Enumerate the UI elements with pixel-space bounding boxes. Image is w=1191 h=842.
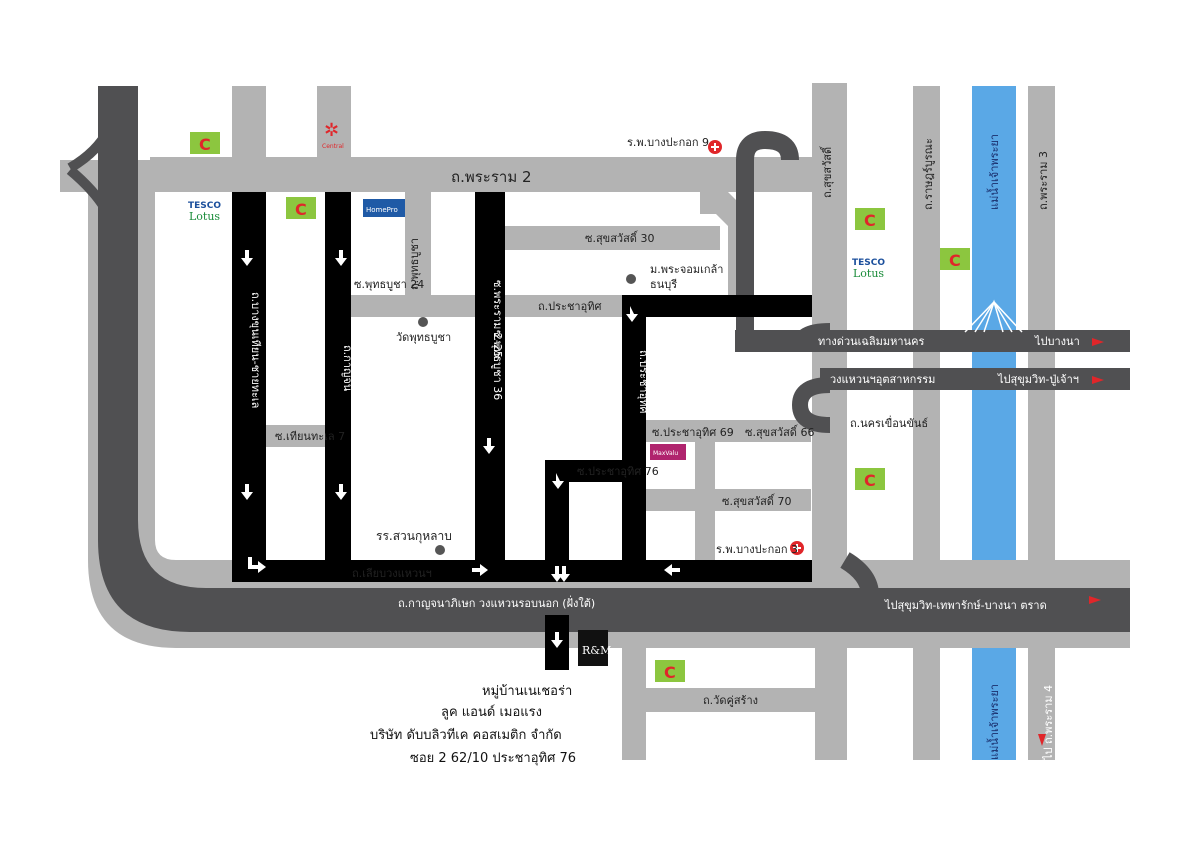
svg-text:C: C xyxy=(664,663,676,682)
address-line3: บริษัท ดับบลิวทีเค คอสเมติก จำกัด xyxy=(370,727,562,743)
bridge-icon xyxy=(964,299,1023,333)
tesco-lotus-logo: TESCO Lotus xyxy=(852,258,885,280)
svg-text:C: C xyxy=(199,135,211,154)
main-roads xyxy=(66,86,1130,632)
label-liap-wongwaen: ถ.เลียบวงแหวนฯ xyxy=(352,567,432,580)
svg-text:C: C xyxy=(864,211,876,230)
label-pracha-uthit76: ซ.ประชาอุทิศ 76 xyxy=(577,465,659,478)
kmutt-dot xyxy=(626,274,636,284)
route-roads xyxy=(232,192,812,670)
label-phutthabucha-rd: ถ.พุทธบูชา xyxy=(408,238,421,290)
address-line1: หมู่บ้านเนเชอร่า xyxy=(482,684,572,699)
direction-arrows xyxy=(241,250,680,648)
label-expressway: ทางด่วนเฉลิมมหานคร xyxy=(818,335,924,348)
red-arrows xyxy=(1038,338,1104,746)
svg-text:TESCO: TESCO xyxy=(852,258,885,268)
bigc-logo-icon: C xyxy=(940,248,970,270)
label-suksawat66: ซ.สุขสวัสดิ์ 66 xyxy=(745,424,814,439)
label-rama2: ถ.พระราม 2 xyxy=(451,168,532,186)
svg-text:HomePro: HomePro xyxy=(366,206,398,214)
label-wat-khu-sang: ถ.วัดคู่สร้าง xyxy=(703,694,758,707)
tesco-lotus-logo: TESCO Lotus xyxy=(188,201,221,223)
label-bangpakok9: ร.พ.บางปะกอก 9 xyxy=(627,136,709,149)
label-tian-thale7: ซ.เทียนทะเล 7 xyxy=(275,430,345,443)
label-pracha-uthit-vertical: ถ.ประชาอุทิศ xyxy=(637,350,650,413)
label-kmutt: ม.พระจอมเกล้า xyxy=(650,263,723,276)
rm-logo: R&M xyxy=(578,630,611,666)
svg-text:Central: Central xyxy=(322,143,344,150)
bigc-logo-icon: C xyxy=(655,660,685,682)
bigc-logo-icon: C xyxy=(190,132,220,154)
svg-text:✲: ✲ xyxy=(324,120,339,141)
bigc-logo-icon: C xyxy=(855,468,885,490)
svg-text:MaxValu: MaxValu xyxy=(653,450,678,457)
label-kanlapaphruek: ถ.กาญจน xyxy=(341,345,354,392)
label-river-lower: แม่น้ำเจ้าพระยา xyxy=(986,684,1001,760)
homepro-logo: HomePro xyxy=(363,199,405,217)
svg-text:R&M: R&M xyxy=(582,644,611,657)
label-phutthabucha36: ซ.พุทธบูชา 36 xyxy=(491,330,504,400)
label-pracha-uthit69: ซ.ประชาอุทิศ 69 xyxy=(652,426,734,439)
address-line4: ซอย 2 62/10 ประชาอุทิศ 76 xyxy=(410,751,576,766)
hospital-icon xyxy=(790,541,804,555)
label-to-sukhumvit-pu-chao: ไปสุขุมวิท-ปู่เจ้าฯ xyxy=(997,373,1079,386)
svg-text:Lotus: Lotus xyxy=(853,267,884,280)
central-logo: ✲ Central xyxy=(322,120,344,150)
maxvalu-logo: MaxValu xyxy=(650,444,686,460)
bigc-logo-icon: C xyxy=(286,197,316,219)
label-river-upper: แม่น้ำเจ้าพระยา xyxy=(986,134,1001,210)
label-bangpakok3: ร.พ.บางปะกอก 3 xyxy=(716,543,798,556)
svg-text:C: C xyxy=(864,471,876,490)
label-phutthabucha24: ซ.พุทธบูชา 24 xyxy=(354,278,424,291)
label-wat-phutthabucha: วัดพุทธบูชา xyxy=(396,331,451,344)
label-suksawat30: ซ.สุขสวัสดิ์ 30 xyxy=(585,230,654,245)
wat-dot xyxy=(418,317,428,327)
label-nakhon-khuean-khan: ถ.นครเขื่อนขันธ์ xyxy=(850,415,928,430)
svg-text:Lotus: Lotus xyxy=(189,210,220,223)
label-suksawat-rd: ถ.สุขสวัสดิ์ xyxy=(819,145,834,198)
label-suksawat70: ซ.สุขสวัสดิ์ 70 xyxy=(722,493,791,508)
school-dot xyxy=(435,545,445,555)
label-to-bangna: ไปบางนา xyxy=(1034,335,1080,348)
bigc-logo-icon: C xyxy=(855,208,885,230)
svg-text:C: C xyxy=(949,251,961,270)
address-line2: ลูค แอนด์ เมอแรง xyxy=(441,704,542,720)
label-bangkhunthian: ถ.บางขุนเทียน-ชายทะเล xyxy=(249,292,262,408)
hospital-icon xyxy=(708,140,722,154)
company-address: หมู่บ้านเนเชอร่า ลูค แอนด์ เมอแรง บริษัท… xyxy=(370,684,576,766)
label-to-rama4: ไป ถ.พระราม 4 xyxy=(1042,685,1055,761)
label-outer-ring: ถ.กาญจนาภิเษก วงแหวนรอบนอก (ฝั่งใต้) xyxy=(398,595,595,610)
svg-text:TESCO: TESCO xyxy=(188,201,221,211)
svg-text:C: C xyxy=(295,200,307,219)
label-school: รร.สวนกุหลาบ xyxy=(376,529,452,544)
label-kmutt-2: ธนบุรี xyxy=(650,278,677,291)
label-to-sukhumvit-trat: ไปสุขุมวิท-เทพารักษ์-บางนา ตราด xyxy=(884,599,1047,612)
label-pracha-uthit: ถ.ประชาอุทิศ xyxy=(538,300,601,313)
label-ratburana: ถ.ราษฎร์บูรณะ xyxy=(922,138,935,210)
label-rama2-25: ซ.พระราม 2-25 xyxy=(491,280,504,358)
label-rama3: ถ.พระราม 3 xyxy=(1037,151,1050,210)
label-industrial-ring: วงแหวนฯอุตสาหกรรม xyxy=(830,373,935,386)
